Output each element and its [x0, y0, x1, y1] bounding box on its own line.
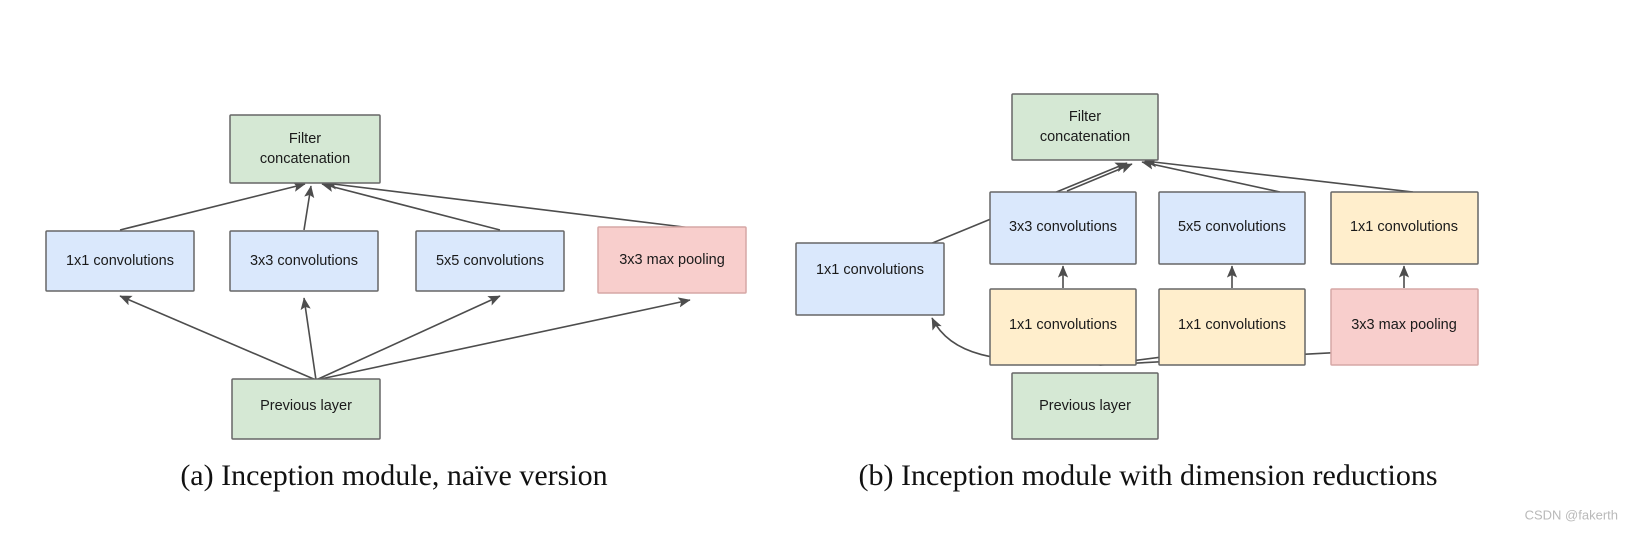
edge-conv5x5-to-concat	[1141, 159, 1281, 193]
edge-conv1x1-to-concat	[119, 181, 306, 231]
edge-prev-to-conv5x5	[315, 295, 501, 381]
node-box[interactable]	[597, 226, 747, 294]
panel-b-edges-middle	[1057, 265, 1410, 288]
edge-prev-to-conv1x1	[119, 295, 317, 381]
node-box[interactable]	[415, 230, 565, 292]
edge-conv3x3-to-concat	[303, 185, 315, 231]
node-label: Previous layer	[1039, 398, 1131, 414]
edge-conv1x1-right-to-concat	[1144, 157, 1414, 193]
node-box[interactable]	[1011, 93, 1159, 161]
node-box[interactable]	[795, 242, 945, 316]
panel-b-edges-top	[929, 157, 1414, 245]
node-box[interactable]	[989, 288, 1137, 366]
node-box[interactable]	[1330, 288, 1479, 366]
node-filter-concatenation-b[interactable]: Filter concatenation	[1011, 93, 1159, 161]
node-box[interactable]	[1158, 191, 1306, 265]
node-label: 1x1 convolutions	[1350, 219, 1458, 235]
node-filter-concatenation-a[interactable]: Filter concatenation	[229, 114, 381, 184]
node-label-line2: concatenation	[1040, 129, 1130, 145]
caption-panel-a: (a) Inception module, naïve version	[180, 459, 607, 492]
panel-a-edges-bottom	[119, 295, 691, 381]
node-conv-5x5-b[interactable]: 5x5 convolutions	[1158, 191, 1306, 265]
panel-a-edges-top	[119, 179, 693, 231]
node-maxpool-3x3-a[interactable]: 3x3 max pooling	[597, 226, 747, 294]
edge-conv3x3-to-concat	[1066, 163, 1133, 192]
edge-conv5x5-to-concat	[321, 181, 501, 231]
node-conv-3x3-a[interactable]: 3x3 convolutions	[229, 230, 379, 292]
caption-panel-b: (b) Inception module with dimension redu…	[858, 459, 1437, 492]
node-label: 1x1 convolutions	[66, 253, 174, 269]
node-conv-3x3-b[interactable]: 3x3 convolutions	[989, 191, 1137, 265]
node-box[interactable]	[231, 378, 381, 440]
node-label: 3x3 max pooling	[1351, 317, 1457, 333]
node-label: 5x5 convolutions	[1178, 219, 1286, 235]
node-conv-1x1-reduce-3x3-b[interactable]: 1x1 convolutions	[989, 288, 1137, 366]
node-label: 3x3 convolutions	[250, 253, 358, 269]
node-label: 3x3 max pooling	[619, 252, 725, 268]
node-box[interactable]	[1158, 288, 1306, 366]
node-previous-layer-b[interactable]: Previous layer	[1011, 372, 1159, 440]
edge-maxpool-to-concat	[324, 179, 693, 229]
node-box[interactable]	[989, 191, 1137, 265]
node-maxpool-3x3-b[interactable]: 3x3 max pooling	[1330, 288, 1479, 366]
node-label: Previous layer	[260, 398, 352, 414]
node-box[interactable]	[1011, 372, 1159, 440]
node-box[interactable]	[45, 230, 195, 292]
node-label: 5x5 convolutions	[436, 253, 544, 269]
node-previous-layer-a[interactable]: Previous layer	[231, 378, 381, 440]
node-label: 1x1 convolutions	[816, 262, 924, 278]
node-conv-1x1-reduce-5x5-b[interactable]: 1x1 convolutions	[1158, 288, 1306, 366]
node-label-line2: concatenation	[260, 151, 350, 167]
node-conv-1x1-a[interactable]: 1x1 convolutions	[45, 230, 195, 292]
panel-a: Filter concatenation 1x1 convolutions 3x…	[45, 114, 747, 492]
node-label: 1x1 convolutions	[1178, 317, 1286, 333]
panel-b: Filter concatenation 1x1 convolutions 3x…	[795, 93, 1479, 492]
node-box[interactable]	[1330, 191, 1479, 265]
node-box[interactable]	[229, 114, 381, 184]
node-conv-5x5-a[interactable]: 5x5 convolutions	[415, 230, 565, 292]
node-conv-1x1-pool-proj-b[interactable]: 1x1 convolutions	[1330, 191, 1479, 265]
node-label: 1x1 convolutions	[1009, 317, 1117, 333]
edge-prev-to-maxpool	[315, 297, 691, 381]
node-conv-1x1-left-b[interactable]: 1x1 convolutions	[795, 242, 945, 316]
node-box[interactable]	[229, 230, 379, 292]
node-label-line1: Filter	[289, 131, 321, 147]
edge-prev-to-conv3x3	[300, 297, 317, 381]
node-label-line1: Filter	[1069, 109, 1101, 125]
watermark-label: CSDN @fakerth	[1525, 507, 1618, 522]
node-label: 3x3 convolutions	[1009, 219, 1117, 235]
